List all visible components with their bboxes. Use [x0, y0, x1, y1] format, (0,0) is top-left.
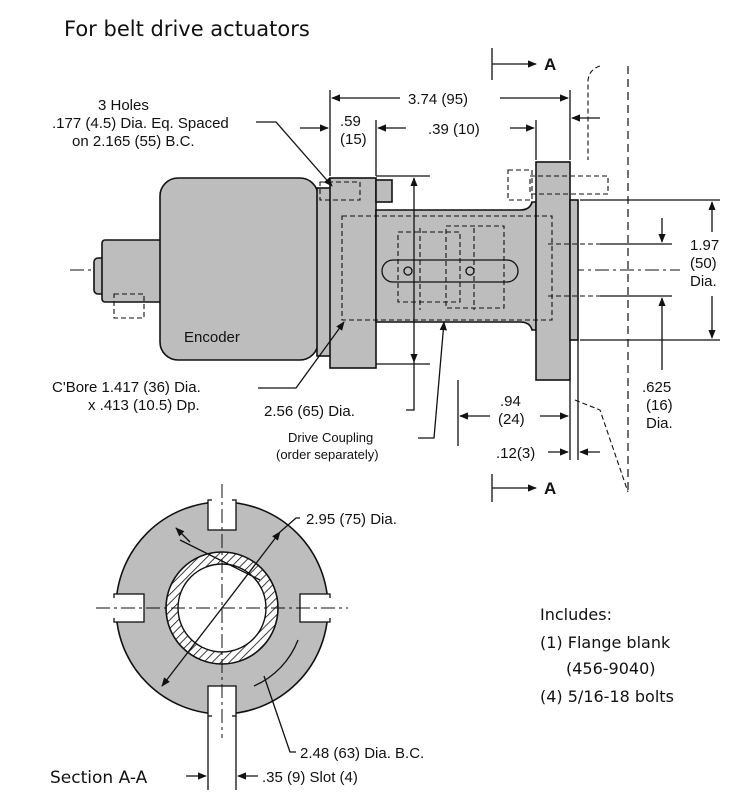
screw-head — [375, 179, 393, 203]
actuator-outline — [587, 65, 601, 160]
section-view: 2.95 (75) Dia. 2.48 (63) Dia. B.C. Secti… — [50, 484, 424, 790]
cbore-callout-2: x .413 (10.5) Dp. — [88, 397, 200, 414]
bolt-head-hidden — [507, 169, 533, 201]
od-dim-line — [179, 539, 261, 581]
holes-callout-1: 3 Holes — [98, 97, 149, 114]
cbore-callout-1: C'Bore 1.417 (36) Dia. — [52, 379, 201, 396]
slot-dim: .35 (9) Slot (4) — [262, 769, 358, 786]
access-slot — [381, 259, 519, 283]
includes-item-2: (4) 5/16-18 bolts — [540, 687, 674, 706]
bore-hidden — [341, 215, 553, 321]
coupling-housing — [375, 201, 537, 331]
od-arrow-2 — [175, 527, 191, 543]
bc-dim: 2.48 (63) Dia. B.C. — [300, 745, 424, 762]
shaft-dia-metric: (16) — [646, 397, 673, 414]
screw-hidden — [319, 181, 361, 201]
length-94-dim: .94 — [500, 393, 521, 410]
cbore-leader — [258, 321, 345, 389]
coupling-leader — [418, 321, 447, 439]
section-mark-bottom: A — [544, 479, 556, 498]
coupling-label-1: Drive Coupling — [288, 430, 373, 445]
flange-thk-dim: .59 — [340, 113, 361, 130]
page-title: For belt drive actuators — [64, 17, 310, 41]
shaft-dia-label: Dia. — [646, 415, 673, 432]
set-screw — [465, 266, 475, 276]
shaft-dia-dim: .625 — [642, 379, 671, 396]
body-dia-dim: 2.56 (65) Dia. — [264, 403, 355, 420]
pilot-dia-dim: 1.97 — [690, 237, 719, 254]
length-12-dim: .12(3) — [496, 445, 535, 462]
od-leader — [279, 517, 300, 533]
bc-leader — [263, 675, 296, 753]
encoder-pilot — [316, 187, 332, 357]
overall-length-dim: 3.74 (95) — [408, 91, 468, 108]
section-label: Section A-A — [50, 768, 148, 788]
connector-hidden — [113, 293, 145, 319]
length-94-metric: (24) — [498, 411, 525, 428]
pilot-dia-metric: (50) — [690, 255, 717, 272]
includes-item-1: (1) Flange blank — [540, 633, 671, 652]
holes-leader — [256, 121, 333, 187]
includes-heading: Includes: — [540, 605, 612, 624]
od-arrow — [221, 531, 281, 609]
section-mark-top: A — [544, 55, 556, 74]
gap-dim: .39 (10) — [428, 121, 480, 138]
body-dia-leader — [406, 362, 415, 411]
coupling-label-2: (order separately) — [276, 447, 379, 462]
holes-callout-2: .177 (4.5) Dia. Eq. Spaced — [52, 115, 229, 132]
pilot-boss — [569, 199, 579, 341]
includes-item-1-part: (456-9040) — [566, 659, 656, 678]
coupling-hub-2 — [445, 225, 505, 309]
actuator-outline — [574, 399, 629, 493]
pilot-dia-label: Dia. — [690, 273, 717, 290]
side-view: Encoder A A — [52, 48, 720, 502]
flange-thk-metric: (15) — [340, 131, 367, 148]
actuator-flange — [535, 161, 571, 381]
encoder-connector — [101, 239, 163, 303]
encoder-label: Encoder — [184, 329, 240, 346]
holes-callout-3: on 2.165 (55) B.C. — [72, 133, 195, 150]
coupling-hub-1 — [397, 231, 461, 303]
bc-arrow — [161, 607, 223, 687]
includes-list: Includes: (1) Flange blank (456-9040) (4… — [540, 605, 674, 706]
bc-arc — [253, 639, 299, 687]
encoder-flange — [329, 177, 377, 369]
od-dim: 2.95 (75) Dia. — [306, 511, 397, 528]
